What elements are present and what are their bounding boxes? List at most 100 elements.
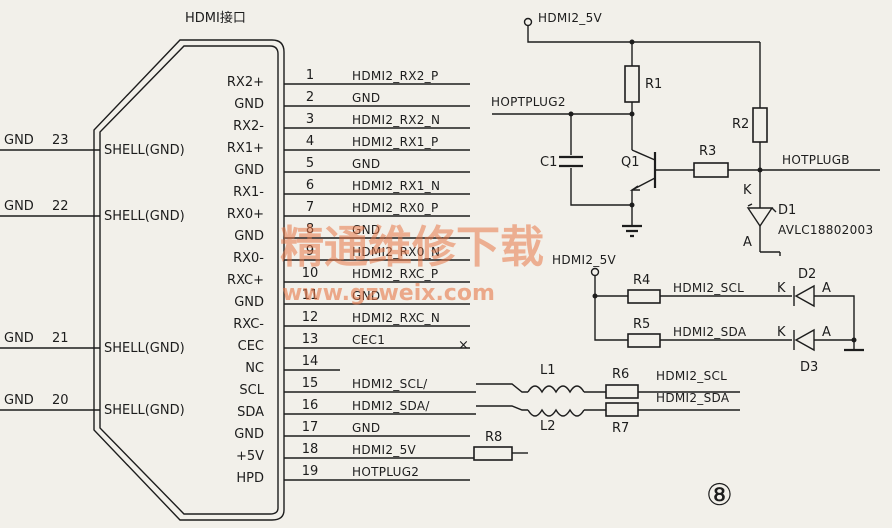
d2-label: D2 <box>798 267 816 282</box>
watermark-url: www.gzweix.com <box>282 281 495 306</box>
pin-name: CEC <box>238 339 264 354</box>
pin-name: GND <box>234 295 264 310</box>
pin-net-label: CEC1 <box>352 333 385 347</box>
ddc-protection: HDMI2_5V R4 HDMI2_SCL R5 HDMI2_SDA K A D… <box>552 253 864 375</box>
pin-number: 8 <box>306 222 314 237</box>
pin-name: RX0+ <box>227 207 264 222</box>
d1-k-label: K <box>743 183 752 198</box>
pin-name: RX2+ <box>227 75 264 90</box>
pin-name: RXC+ <box>227 273 264 288</box>
pin-number: 9 <box>306 244 314 259</box>
connector-outline <box>93 39 285 521</box>
r8-label: R8 <box>485 430 502 445</box>
shell-net-label: GND <box>4 199 34 214</box>
junction <box>851 337 857 343</box>
hotplug-circuit: HDMI2_5V R1 R2 HOPTPLUG2 C1 Q1 <box>491 11 880 256</box>
ddc-scl-label: HDMI2_SCL <box>673 281 744 295</box>
shell-pin-name: SHELL(GND) <box>104 341 185 356</box>
hotplug-input-label: HOPTPLUG2 <box>491 95 566 109</box>
figure-number: ⑧ <box>706 478 733 513</box>
r3-resistor <box>693 162 729 178</box>
connector-title: HDMI接口 <box>185 10 246 26</box>
pin-net-label: HDMI2_SDA/ <box>352 399 430 413</box>
pin-number: 12 <box>302 310 319 325</box>
pin-net-label: GND <box>352 223 380 237</box>
c1-capacitor <box>559 155 583 168</box>
r8-resistor <box>473 446 513 461</box>
d1-part-number: AVLC18802003 <box>778 223 873 237</box>
d3-k-label: K <box>777 325 786 340</box>
pin-number: 7 <box>306 200 314 215</box>
watermark-text: 精通维修下载 <box>280 222 544 273</box>
d1-a-label: A <box>743 235 752 250</box>
pin-name: SCL <box>239 383 264 398</box>
c1-lead-bottom <box>570 168 632 206</box>
shell-pin-name: SHELL(GND) <box>104 209 185 224</box>
pin-net-label: GND <box>352 421 380 435</box>
pin-name: RX2- <box>233 119 264 134</box>
d3-label: D3 <box>800 360 818 375</box>
pin-number: 4 <box>306 134 314 149</box>
pin-name: +5V <box>236 449 264 464</box>
filter-sda-label: HDMI2_SDA <box>656 391 730 405</box>
r2-label: R2 <box>732 117 749 132</box>
r7-resistor <box>605 402 639 417</box>
pin-number: 2 <box>306 90 314 105</box>
pin-net-label: HDMI2_RX1_P <box>352 135 439 149</box>
pin-net-label: HDMI2_RX2_P <box>352 69 439 83</box>
junction <box>592 293 598 299</box>
ddc-sda-label: HDMI2_SDA <box>673 325 747 339</box>
nc-mark: × <box>458 338 469 353</box>
c1-label: C1 <box>540 155 557 170</box>
shell-pin-name: SHELL(GND) <box>104 403 185 418</box>
pin-name: SDA <box>237 405 264 420</box>
r5-resistor <box>627 333 661 348</box>
l2-label: L2 <box>540 419 556 434</box>
pin-number: 5 <box>306 156 314 171</box>
pin-net-label: HDMI2_SCL/ <box>352 377 428 391</box>
pin-net-label: HDMI2_RX1_N <box>352 179 440 193</box>
r2-resistor <box>752 107 768 143</box>
pin-net-label: GND <box>352 289 380 303</box>
pin-number: 11 <box>302 288 319 303</box>
r3-label: R3 <box>699 144 716 159</box>
pin-number: 1 <box>306 68 314 83</box>
pin-number: 6 <box>306 178 314 193</box>
l1-label: L1 <box>540 363 556 378</box>
pin-name: HPD <box>236 471 264 486</box>
r1-resistor <box>624 65 640 103</box>
pin-name: GND <box>234 163 264 178</box>
connector-outline-inner <box>99 45 279 515</box>
l1-inductor <box>527 385 585 394</box>
pin-number: 18 <box>302 442 319 457</box>
l2-inductor <box>527 408 585 417</box>
shell-pin-number: 21 <box>52 331 69 346</box>
r1-label: R1 <box>645 77 662 92</box>
junction <box>629 202 635 208</box>
q1-body <box>645 166 651 172</box>
pin-number: 16 <box>302 398 319 413</box>
ddc-supply-label: HDMI2_5V <box>552 253 617 267</box>
r6-label: R6 <box>612 367 629 382</box>
pin-net-label: HDMI2_RXC_N <box>352 311 440 325</box>
ddc-supply-wire <box>594 276 628 341</box>
pin-net-label: HDMI2_RX2_N <box>352 113 440 127</box>
pin-name: RX1- <box>233 185 264 200</box>
filter-circuit: L1 L2 R6 HDMI2_SCL R7 HDMI2_SDA R8 <box>473 363 740 461</box>
hotplug-output-label: HOTPLUGB <box>782 153 850 167</box>
sda-to-l2 <box>476 405 528 411</box>
shell-pin-name: SHELL(GND) <box>104 143 185 158</box>
r6-resistor <box>605 384 639 399</box>
shell-pin-number: 20 <box>52 393 69 408</box>
pin-number: 17 <box>302 420 319 435</box>
pin-number: 19 <box>302 464 319 479</box>
d2-lead <box>814 295 855 350</box>
pin-number: 15 <box>302 376 319 391</box>
pin-net-label: HDMI2_RX0_P <box>352 201 439 215</box>
shell-pin-number: 23 <box>52 133 69 148</box>
hdmi2-5v-terminal <box>523 17 533 27</box>
filter-scl-label: HDMI2_SCL <box>656 369 727 383</box>
pin-net-label: HDMI2_RXC_P <box>352 267 438 281</box>
